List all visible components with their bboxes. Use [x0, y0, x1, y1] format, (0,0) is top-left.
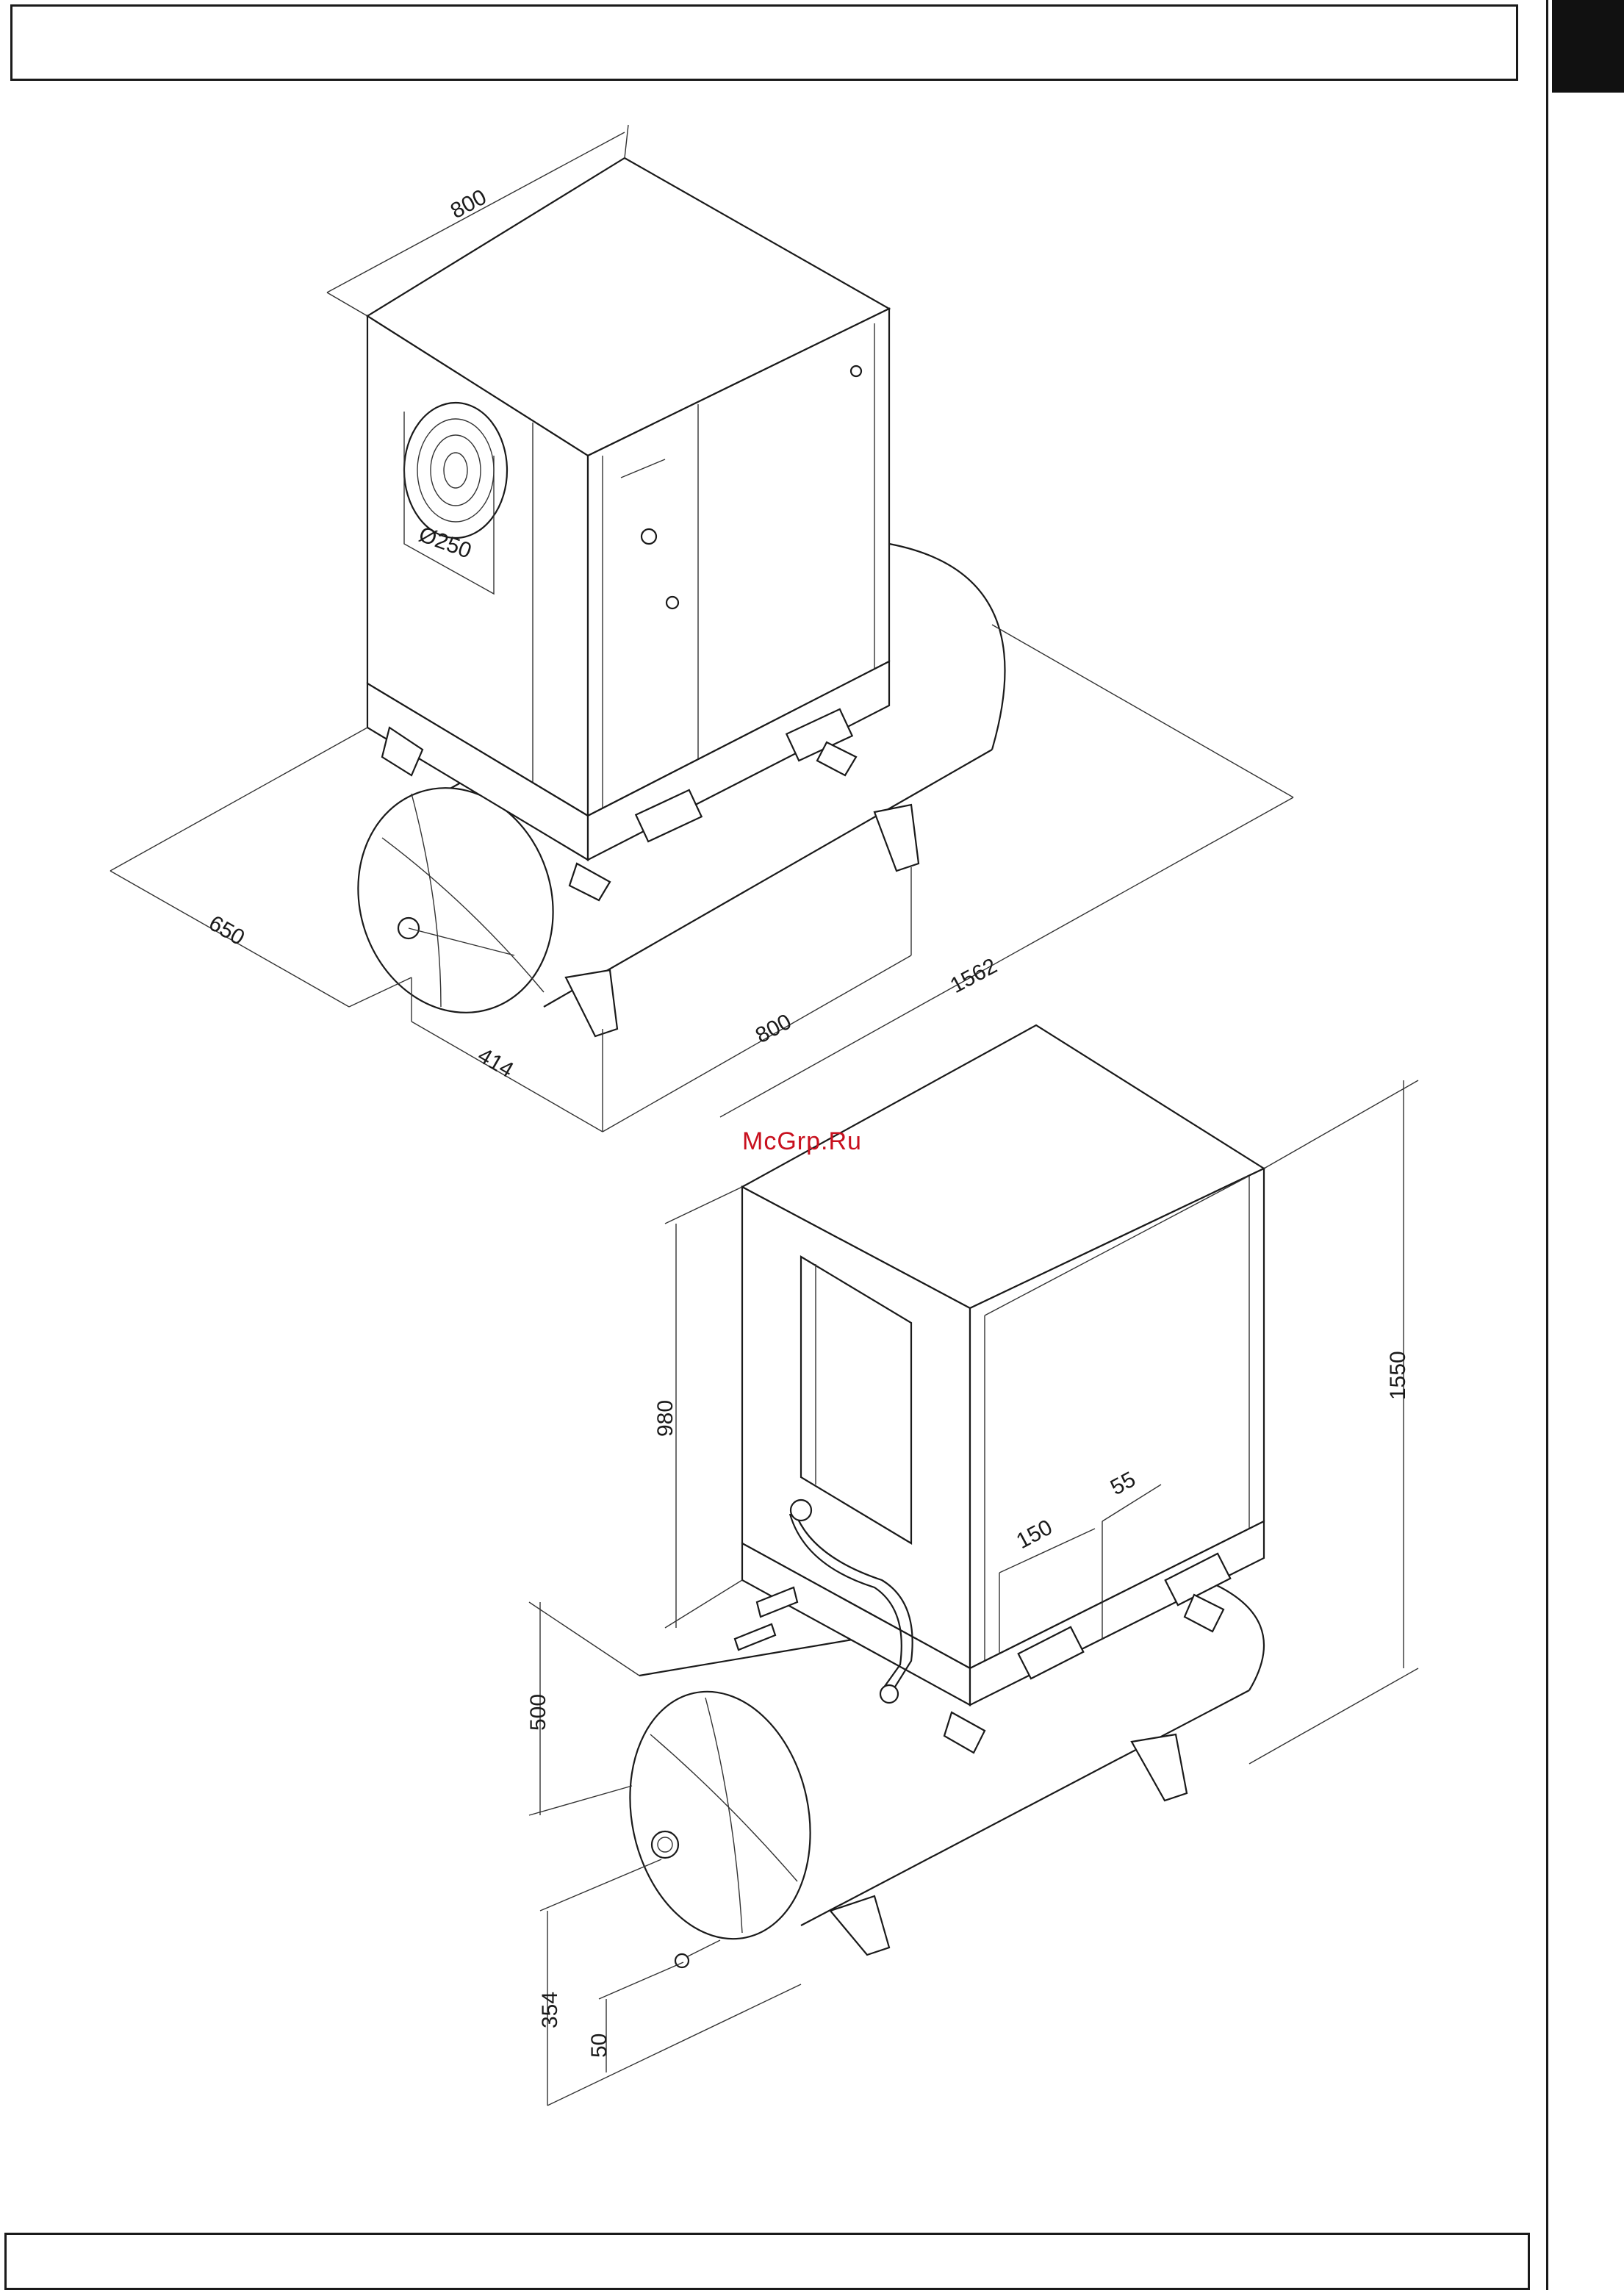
dim-foot-offset-label: 414: [474, 1043, 518, 1083]
dim-cabinet-height-label: 980: [653, 1400, 678, 1437]
top-view-drawing: [329, 158, 1005, 1038]
footer-frame: [4, 2233, 1530, 2290]
dim-depth-label: 650: [205, 911, 249, 950]
bottom-view-drawing: [608, 1025, 1264, 1967]
technical-drawing: 800 650 Ø250 800 414 1562 980 1550 500 3…: [0, 0, 1546, 2227]
dim-length-label: 1562: [946, 954, 1001, 998]
dim-outlet-height-label: 354: [538, 1992, 562, 2028]
dim-total-height-label: 1550: [1386, 1351, 1410, 1400]
dim-width-label: 800: [447, 185, 491, 224]
dim-drain-height-label: 50: [587, 2034, 611, 2058]
dim-tank-diameter-label: 500: [526, 1694, 550, 1731]
watermark: McGrp.Ru: [742, 1127, 862, 1156]
section-tab: [1552, 0, 1624, 93]
side-rule: [1546, 0, 1548, 2290]
